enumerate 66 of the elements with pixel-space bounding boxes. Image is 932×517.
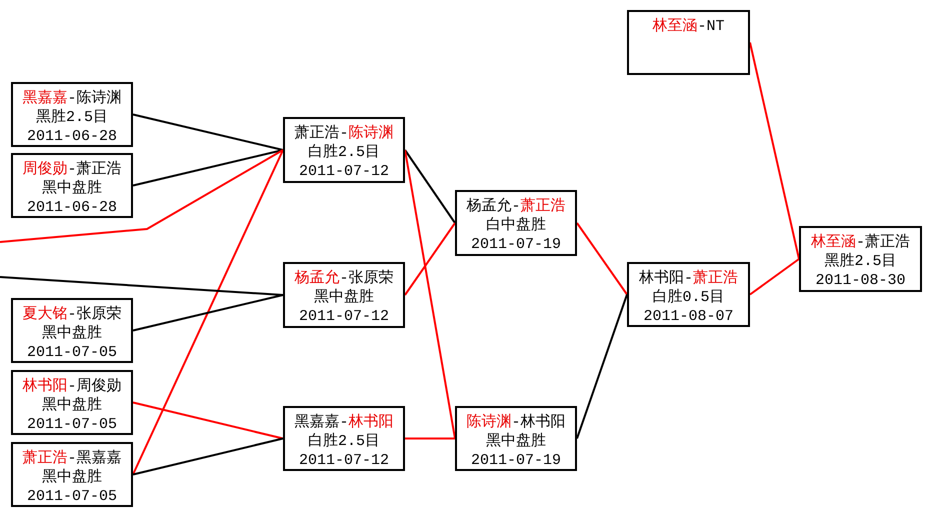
date-text: 2011-07-12: [298, 451, 389, 470]
result-text: 白胜2.5目: [308, 143, 380, 162]
date-text: 2011-07-12: [298, 162, 389, 181]
connector-line: [132, 402, 284, 440]
connector-line: [132, 294, 284, 332]
date-text: 2011-07-05: [26, 343, 117, 362]
player-names: 林书阳-萧正浩: [638, 269, 738, 288]
match-box: [11, 153, 133, 218]
match-box: [283, 262, 405, 328]
date-text: 2011-06-28: [26, 127, 117, 146]
connector-line: [0, 149, 284, 243]
date-text: 2011-07-05: [26, 487, 117, 506]
player-names: 黑嘉嘉-林书阳: [294, 413, 394, 432]
match-box: [283, 406, 405, 471]
connector-line: [132, 438, 284, 476]
player-names: 杨孟允-张原荣: [294, 269, 394, 288]
match-box: [11, 82, 133, 147]
date-text: 2011-08-07: [643, 307, 734, 326]
result-text: 黑中盘胜: [42, 324, 102, 343]
date-text: 2011-07-19: [470, 451, 561, 470]
date-text: 2011-07-12: [298, 307, 389, 326]
connector-line: [132, 149, 284, 186]
player-names: 杨孟允-萧正浩: [466, 197, 566, 216]
connector-line: [405, 438, 455, 440]
player-names: 夏大铭-张原荣: [22, 305, 122, 324]
match-box: [627, 262, 750, 327]
player-names: 林至涵-NT: [652, 17, 725, 36]
player-names: 林至涵-萧正浩: [810, 233, 910, 252]
match-box: [455, 190, 577, 256]
player-names: 萧正浩-黑嘉嘉: [22, 449, 122, 468]
connector-line: [132, 114, 284, 151]
result-text: 黑中盘胜: [486, 432, 546, 451]
connector-line: [404, 222, 456, 296]
match-box: [799, 226, 922, 292]
result-text: 黑中盘胜: [42, 396, 102, 415]
date-text: 2011-07-05: [26, 415, 117, 434]
match-box: [627, 10, 750, 75]
match-box: [11, 298, 133, 363]
connector-line: [0, 276, 284, 296]
connector-line: [132, 150, 284, 475]
player-names: 陈诗渊-林书阳: [466, 413, 566, 432]
connector-line: [404, 149, 456, 224]
result-text: 黑中盘胜: [42, 468, 102, 487]
match-box: [11, 442, 133, 507]
date-text: 2011-06-28: [26, 198, 117, 217]
date-text: 2011-07-19: [470, 235, 561, 254]
connector-line: [749, 42, 800, 260]
result-text: 黑胜2.5目: [36, 108, 108, 127]
player-names: 林书阳-周俊勋: [22, 377, 122, 396]
result-text: 白中盘胜: [486, 216, 546, 235]
connector-line: [576, 294, 628, 439]
date-text: 2011-08-30: [815, 271, 906, 290]
match-box: [11, 370, 133, 435]
result-text: 白胜2.5目: [308, 432, 380, 451]
result-text: 黑胜2.5目: [824, 252, 896, 271]
result-text: 白胜0.5目: [652, 288, 724, 307]
match-box: [455, 406, 577, 471]
match-box: [283, 117, 405, 183]
player-names: 周俊勋-萧正浩: [22, 160, 122, 179]
connector-line: [749, 258, 800, 296]
result-text: 黑中盘胜: [42, 179, 102, 198]
player-names: 黑嘉嘉-陈诗渊: [22, 89, 122, 108]
result-text: 黑中盘胜: [314, 288, 374, 307]
player-names: 萧正浩-陈诗渊: [294, 124, 394, 143]
connector-line: [404, 150, 456, 439]
connector-line: [576, 222, 628, 296]
